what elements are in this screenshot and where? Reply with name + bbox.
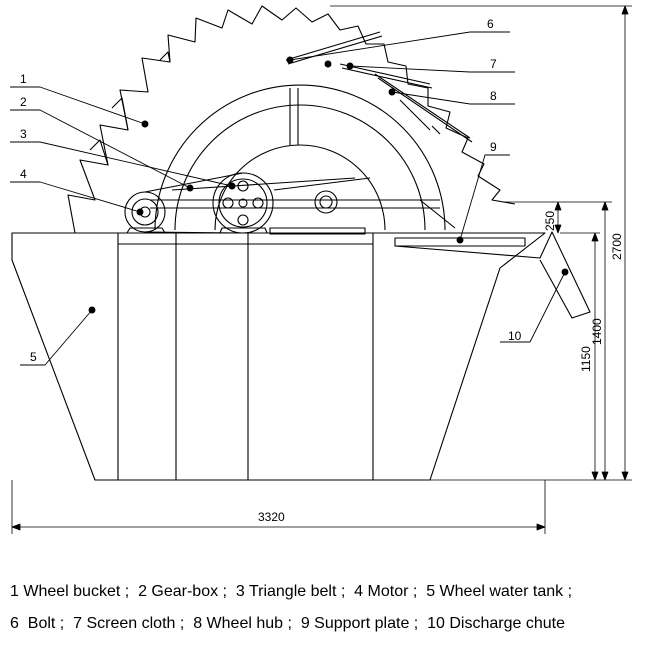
leader-line-6 xyxy=(289,31,510,61)
callouts: 1 2 3 4 5 6 7 8 9 10 xyxy=(10,17,569,366)
motor-pulley-outer xyxy=(124,191,166,233)
triangle-belt xyxy=(144,172,244,234)
screen-cloth-assembly xyxy=(285,31,473,143)
wheel-rim xyxy=(154,84,446,231)
callout-10: 10 xyxy=(508,329,522,343)
callout-2: 2 xyxy=(20,95,27,109)
dimension-1150: 1150 xyxy=(579,346,593,372)
leader-line-7 xyxy=(349,65,515,73)
gear-box-inner xyxy=(218,178,268,228)
dimension-1400: 1400 xyxy=(590,318,604,345)
callout-5: 5 xyxy=(30,350,37,364)
bucket-wheel xyxy=(67,5,516,234)
leader-line-5 xyxy=(20,309,93,366)
callout-6: 6 xyxy=(487,17,494,31)
gear-box xyxy=(212,172,274,234)
legend-line-2: 6 Bolt ; 7 Screen cloth ; 8 Wheel hub ; … xyxy=(10,615,565,632)
callout-dot-7 xyxy=(324,60,332,68)
wheel-hub-arc xyxy=(214,144,386,231)
support-plate xyxy=(269,227,526,247)
leader-line-8 xyxy=(391,91,515,105)
hub-bearing-inner xyxy=(319,195,333,209)
leader-line-10 xyxy=(500,271,566,343)
bucket-inner-3 xyxy=(159,51,171,63)
dimension-2700: 2700 xyxy=(610,233,624,260)
tank-outline xyxy=(11,232,546,481)
sand-washer-diagram: 1 2 3 4 5 6 7 8 9 10 xyxy=(10,5,632,534)
gear-box-base xyxy=(219,227,268,234)
motor-pulley-inner xyxy=(131,198,159,226)
dimension-250: 250 xyxy=(543,211,557,231)
legend-line-1: 1 Wheel bucket ; 2 Gear-box ; 3 Triangle… xyxy=(10,583,573,600)
gear-bolt-bottom xyxy=(237,214,249,226)
wheel-outer-profile xyxy=(67,5,516,234)
hub-bearing-outer xyxy=(314,190,338,214)
motor xyxy=(124,191,166,234)
leader-line-4 xyxy=(10,181,141,213)
dimension-lines xyxy=(11,5,632,534)
motor-base xyxy=(126,227,166,234)
callout-1: 1 xyxy=(20,72,27,86)
wheel-inner-rim xyxy=(174,104,426,231)
callout-8: 8 xyxy=(490,89,497,103)
wheel-water-tank xyxy=(11,232,546,481)
dimension-labels: 3320 2700 1400 1150 250 xyxy=(258,211,624,524)
bucket-inner-2 xyxy=(111,97,129,131)
leader-line-1 xyxy=(10,86,146,125)
leader-line-3 xyxy=(10,141,233,187)
callout-3: 3 xyxy=(20,127,27,141)
leader-line-9 xyxy=(459,154,510,241)
callout-9: 9 xyxy=(490,140,497,154)
callout-7: 7 xyxy=(490,57,497,71)
gear-box-outer xyxy=(212,172,274,234)
callout-4: 4 xyxy=(20,167,27,181)
leader-line-2 xyxy=(10,109,191,189)
discharge-chute xyxy=(394,231,591,319)
dimension-3320: 3320 xyxy=(258,510,285,524)
gear-bolt-center xyxy=(238,198,248,208)
main-shaft xyxy=(150,177,456,229)
